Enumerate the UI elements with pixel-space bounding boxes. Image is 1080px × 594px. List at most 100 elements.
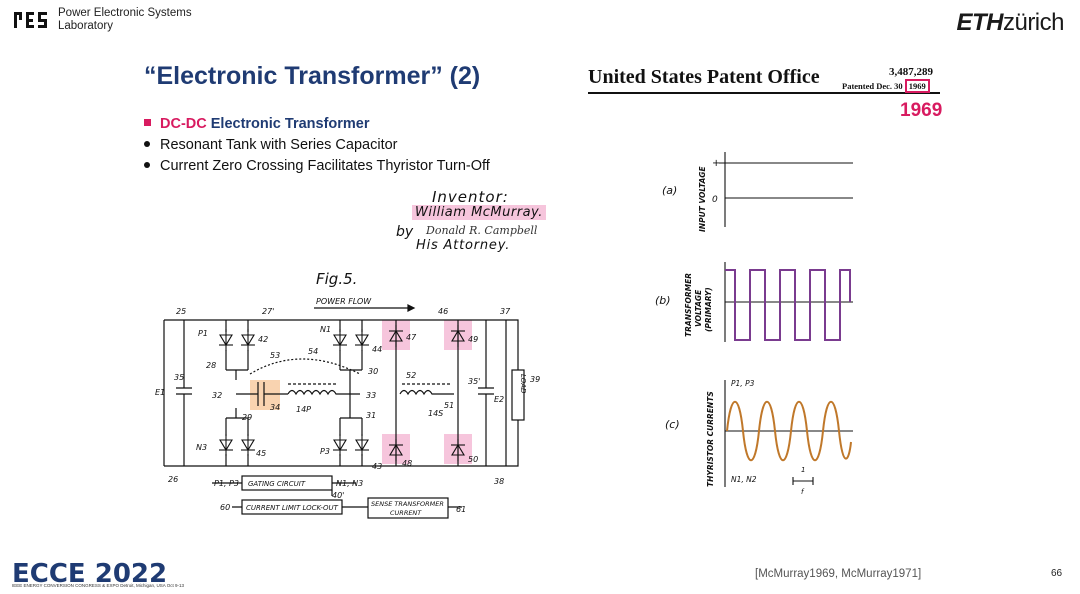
- node-label: N3: [196, 443, 207, 452]
- node-label: 14P: [296, 405, 311, 414]
- lab-name-line2: Laboratory: [58, 20, 113, 32]
- node-label: 40': [332, 491, 344, 500]
- node-label: 48: [402, 459, 412, 468]
- circuit-diagram: Fig.5. POWER FLOW 25 27' 46 37 39 35 35'…: [155, 270, 540, 519]
- node-label: P1: [198, 329, 208, 338]
- bullet-text: Resonant Tank with Series Capacitor: [160, 137, 398, 153]
- node-label: E2: [494, 395, 504, 404]
- node-label: 61: [456, 505, 466, 514]
- node-label: 43: [372, 462, 382, 471]
- node-label: N1, N3: [336, 479, 363, 488]
- node-label: 31: [366, 411, 376, 420]
- thyristor-currents-label: THYRISTOR CURRENTS: [706, 391, 715, 487]
- transformer-voltage-trace: [725, 269, 851, 341]
- patent-rule: [588, 92, 940, 94]
- patent-number: 3,487,289: [889, 66, 933, 78]
- node-label: 54: [308, 347, 318, 356]
- node-label: E1: [155, 388, 165, 397]
- node-label: 53: [270, 351, 280, 360]
- node-label: N1: [320, 325, 331, 334]
- load-label: LOAD: [519, 374, 527, 394]
- node-label: 46: [438, 307, 448, 316]
- bullet-list: DC-DC Electronic Transformer Resonant Ta…: [144, 114, 490, 177]
- node-label: 45: [256, 449, 266, 458]
- node-label: 27': [262, 307, 274, 316]
- patent-office-title: United States Patent Office: [588, 66, 820, 88]
- node-label: 29: [242, 413, 252, 422]
- eth-logo-bold: ETH: [956, 9, 1003, 36]
- bullet-item: Resonant Tank with Series Capacitor: [144, 135, 490, 156]
- zero-label: 0: [712, 195, 718, 205]
- patent-date: Patented Dec. 30 1969: [842, 79, 930, 93]
- node-label: 47: [406, 333, 417, 342]
- node-label: 33: [366, 391, 376, 400]
- node-label: 51: [444, 401, 454, 410]
- node-label: 35: [174, 373, 184, 382]
- dot-bullet-icon: [144, 162, 150, 168]
- attorney-signature: Donald R. Campbell: [426, 224, 538, 237]
- freq-numerator: 1: [801, 466, 805, 474]
- patent-date-prefix: Patented Dec. 30: [842, 81, 903, 91]
- thyristor-current-trace: [726, 400, 852, 462]
- eth-logo-rest: zürich: [1002, 9, 1065, 36]
- current-limit-label: CURRENT LIMIT LOCK-OUT: [246, 504, 339, 512]
- node-label: 26: [168, 475, 178, 484]
- p1p3-label: P1, P3: [731, 379, 755, 388]
- page-number: 66: [1051, 568, 1063, 579]
- label-b: (b): [655, 294, 671, 307]
- node-label: 37: [500, 307, 511, 316]
- node-label: P1, P3: [214, 479, 239, 488]
- bullet-main-text: Electronic Transformer: [206, 116, 370, 132]
- bullet-item: Current Zero Crossing Facilitates Thyris…: [144, 156, 490, 177]
- fig-label: Fig.5.: [316, 270, 357, 288]
- dot-bullet-icon: [144, 141, 150, 147]
- node-label: 14S: [428, 409, 443, 418]
- label-c: (c): [665, 418, 680, 431]
- attorney-label: His Attorney.: [416, 238, 511, 253]
- node-label: 60: [220, 503, 230, 512]
- node-label: 39: [530, 375, 540, 384]
- ecce-logo: ECCE 2022: [12, 560, 167, 589]
- node-label: 44: [372, 345, 382, 354]
- node-label: 42: [258, 335, 268, 344]
- node-label: 30: [368, 367, 378, 376]
- square-bullet-icon: [144, 119, 151, 126]
- node-label: 52: [406, 371, 416, 380]
- patent-year-box: 1969: [904, 79, 930, 93]
- node-label: 35': [468, 377, 480, 386]
- slide-title: “Electronic Transformer” (2): [144, 62, 481, 90]
- power-flow-label: POWER FLOW: [316, 297, 372, 306]
- eth-zurich-logo: ETHzürich: [956, 9, 1064, 37]
- year-callout: 1969: [900, 100, 943, 121]
- lab-name-line1: Power Electronic Systems: [58, 7, 192, 19]
- capacitor-highlight: [250, 380, 280, 410]
- inventor-name: William McMurray.: [412, 205, 546, 220]
- node-label: 50: [468, 455, 478, 464]
- node-label: 49: [468, 335, 478, 344]
- pes-logo-icon: [14, 12, 47, 28]
- node-label: 32: [212, 391, 222, 400]
- transformer-voltage-label-3: (PRIMARY): [704, 287, 713, 332]
- ecce-subtitle: IEEE ENERGY CONVERSION CONGRESS & EXPO D…: [12, 583, 184, 588]
- bullet-main-highlight: DC-DC: [160, 116, 207, 132]
- n1n2-label: N1, N2: [731, 475, 757, 484]
- node-label: 34: [270, 403, 280, 412]
- plus-label: +: [712, 158, 720, 169]
- bullet-text: Current Zero Crossing Facilitates Thyris…: [160, 158, 490, 174]
- label-a: (a): [662, 184, 677, 197]
- node-label: 38: [494, 477, 504, 486]
- node-label: 28: [206, 361, 216, 370]
- ecce-logo-text: ECCE 2022: [12, 560, 167, 589]
- node-label: 25: [176, 307, 186, 316]
- bullet-main: DC-DC Electronic Transformer: [144, 114, 490, 135]
- inventor-label: Inventor:: [432, 188, 509, 206]
- gating-circuit-label: GATING CIRCUIT: [248, 480, 306, 488]
- inventor-by: by: [396, 224, 414, 240]
- sense-transformer-label: SENSE TRANSFORMER: [371, 500, 444, 508]
- transformer-voltage-label-2: VOLTAGE: [694, 289, 703, 327]
- sense-current-label: CURRENT: [390, 509, 422, 517]
- references: [McMurray1969, McMurray1971]: [755, 568, 922, 580]
- lab-name: Power Electronic Systems Laboratory: [58, 7, 192, 33]
- freq-denominator: f: [801, 488, 805, 496]
- waveform-plots: (a) (b) (c) + 0 P1, P3 N1, N2 1 f INPUT …: [655, 152, 853, 496]
